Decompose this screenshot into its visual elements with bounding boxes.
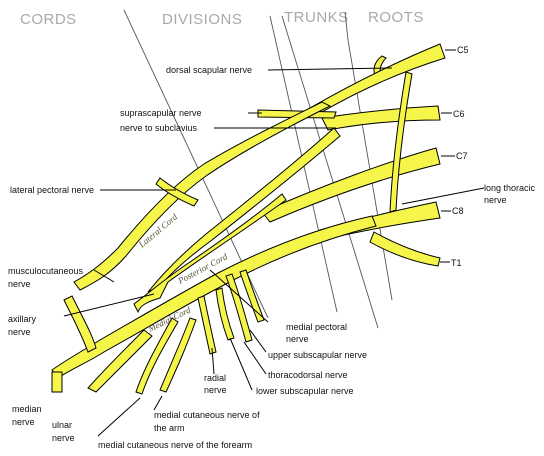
root-label-c5: C5 [457, 45, 469, 55]
leader-medial-cutaneous-arm [154, 396, 162, 410]
leader-lower-subscapular [230, 338, 252, 390]
lateral-cord-shape [74, 102, 330, 290]
leader-medial-cutaneous-forearm [98, 398, 140, 436]
label-medial-pectoral-1: medial pectoral [286, 322, 347, 332]
label-median-2: nerve [12, 417, 35, 427]
label-suprascapular: suprascapular nerve [120, 108, 202, 118]
header-divisions: DIVISIONS [162, 11, 242, 28]
root-label-t1: T1 [451, 258, 462, 268]
label-musculocutaneous-1: musculocutaneous [8, 266, 84, 276]
root-label-c8: C8 [452, 206, 464, 216]
label-medial-cutaneous-arm-2: the arm [154, 423, 185, 433]
header-trunks: TRUNKS [284, 9, 349, 26]
label-medial-cutaneous-forearm: medial cutaneous nerve of the forearm [98, 440, 252, 450]
root-label-c6: C6 [453, 109, 465, 119]
lower-subscapular-shape [216, 288, 234, 340]
label-subclavius: nerve to subclavius [120, 123, 198, 133]
label-radial-1: radial [204, 373, 226, 383]
label-median-1: median [12, 404, 42, 414]
label-upper-subscapular: upper subscapular nerve [268, 350, 367, 360]
label-lateral-pectoral: lateral pectoral nerve [10, 185, 94, 195]
root-labels: C5 C6 C7 C8 T1 [440, 45, 469, 268]
label-medial-pectoral-2: nerve [286, 334, 309, 344]
label-lower-subscapular: lower subscapular nerve [256, 386, 354, 396]
label-medial-cutaneous-arm-1: medial cutaneous nerve of [154, 410, 260, 420]
label-dorsal-scapular: dorsal scapular nerve [166, 65, 252, 75]
radial-nerve-shape [198, 296, 216, 354]
leader-long-thoracic [402, 188, 484, 204]
label-ulnar-1: ulnar [52, 420, 72, 430]
label-axillary-1: axillary [8, 314, 37, 324]
root-c6 [322, 106, 440, 130]
nerve-bundles [52, 44, 445, 394]
root-label-c7: C7 [456, 151, 468, 161]
leader-upper-subscapular [250, 330, 266, 352]
label-musculocutaneous-2: nerve [8, 279, 31, 289]
medial-cutaneous-arm-shape [160, 318, 196, 392]
root-t1 [370, 232, 440, 266]
label-ulnar-2: nerve [52, 433, 75, 443]
label-long-thoracic-2: nerve [484, 195, 507, 205]
root-c5 [310, 44, 445, 112]
label-thoracodorsal: thoracodorsal nerve [268, 370, 348, 380]
label-axillary-2: nerve [8, 327, 31, 337]
median-nerve-end [52, 372, 62, 392]
long-thoracic-shape [390, 72, 412, 212]
label-long-thoracic-1: long thoracic [484, 183, 536, 193]
lateral-root-of-median [64, 296, 96, 352]
label-radial-2: nerve [204, 385, 227, 395]
header-cords: CORDS [20, 11, 77, 28]
header-roots: ROOTS [368, 9, 424, 26]
